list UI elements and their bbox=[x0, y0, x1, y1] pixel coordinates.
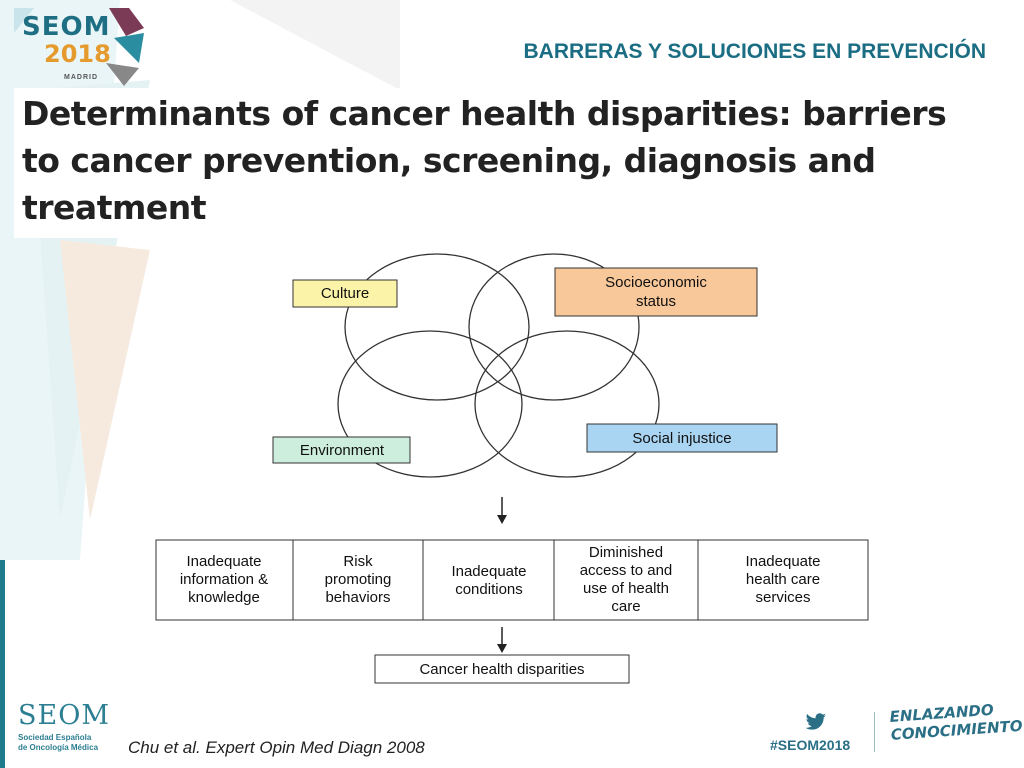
barrier-inadequate-conditions: Inadequate conditions bbox=[451, 563, 526, 598]
slide-title-line-3: treatment bbox=[22, 188, 207, 227]
section-title: BARRERAS Y SOLUCIONES EN PREVENCIÓN bbox=[523, 40, 986, 63]
svg-text:promoting: promoting bbox=[325, 571, 392, 588]
arrow-down-icon bbox=[497, 627, 507, 653]
seom-logo-subtitle-line-1: Sociedad Española bbox=[18, 733, 92, 742]
slide-title-line-2: to cancer prevention, screening, diagnos… bbox=[22, 141, 876, 180]
venn-circle-culture bbox=[344, 253, 530, 401]
determinant-socioeconomic-label-2: status bbox=[636, 293, 676, 310]
slide-title: Determinants of cancer health disparitie… bbox=[22, 90, 1002, 231]
svg-text:behaviors: behaviors bbox=[325, 589, 390, 606]
determinant-environment-label: Environment bbox=[300, 442, 385, 459]
arrow-down-icon bbox=[497, 497, 507, 524]
svg-text:services: services bbox=[755, 589, 810, 606]
slide-title-line-1: Determinants of cancer health disparitie… bbox=[22, 94, 947, 133]
determinant-social-injustice-label: Social injustice bbox=[632, 430, 731, 447]
determinant-social-injustice: Social injustice bbox=[586, 423, 778, 453]
svg-text:conditions: conditions bbox=[455, 581, 523, 598]
seom-logo-subtitle: Sociedad Española de Oncología Médica bbox=[18, 733, 98, 753]
venn-circle-socioeconomic bbox=[468, 253, 640, 401]
title-background bbox=[14, 88, 1006, 238]
svg-text:Diminished: Diminished bbox=[589, 544, 663, 561]
determinant-culture: Culture bbox=[292, 279, 398, 308]
svg-text:Inadequate: Inadequate bbox=[451, 563, 526, 580]
determinant-socioeconomic-label-1: Socioeconomic bbox=[605, 274, 707, 291]
footer-divider bbox=[874, 712, 875, 752]
seom-logo-text: SEOM bbox=[18, 700, 110, 731]
barriers-table: Inadequate information & knowledge Risk … bbox=[155, 539, 869, 621]
svg-text:Risk: Risk bbox=[343, 553, 373, 570]
svg-text:Inadequate: Inadequate bbox=[186, 553, 261, 570]
barrier-diminished-access: Diminished access to and use of health c… bbox=[580, 544, 673, 615]
venn-circle-social-injustice bbox=[474, 330, 660, 478]
citation: Chu et al. Expert Opin Med Diagn 2008 bbox=[128, 738, 425, 757]
svg-text:care: care bbox=[611, 598, 640, 615]
venn-circle-environment bbox=[337, 330, 523, 478]
seom-logo-subtitle-line-2: de Oncología Médica bbox=[18, 743, 99, 752]
twitter-icon bbox=[805, 713, 826, 730]
svg-text:access to and: access to and bbox=[580, 562, 673, 579]
determinant-culture-label: Culture bbox=[321, 285, 369, 302]
logo-text-year: 2018 bbox=[44, 40, 111, 68]
svg-text:health care: health care bbox=[746, 571, 820, 588]
barrier-inadequate-services: Inadequate health care services bbox=[745, 553, 820, 606]
logo-text-city: MADRID bbox=[64, 74, 98, 81]
svg-text:use of health: use of health bbox=[583, 580, 669, 597]
seom-2018-logo: SEOM 2018 MADRID bbox=[14, 8, 144, 88]
determinant-environment: Environment bbox=[272, 436, 411, 464]
outcome-label: Cancer health disparities bbox=[419, 661, 584, 678]
logo-text-seom: SEOM bbox=[22, 12, 111, 42]
determinant-socioeconomic-status: Socioeconomic status bbox=[554, 267, 758, 317]
svg-text:Inadequate: Inadequate bbox=[745, 553, 820, 570]
event-hashtag: #SEOM2018 bbox=[770, 737, 851, 753]
svg-text:knowledge: knowledge bbox=[188, 589, 260, 606]
barrier-information-knowledge: Inadequate information & knowledge bbox=[180, 553, 268, 606]
svg-text:information &: information & bbox=[180, 571, 268, 588]
outcome-cancer-health-disparities: Cancer health disparities bbox=[374, 654, 630, 684]
barrier-risk-behaviors: Risk promoting behaviors bbox=[325, 553, 392, 606]
seom-society-logo: SEOM Sociedad Española de Oncología Médi… bbox=[18, 700, 118, 760]
